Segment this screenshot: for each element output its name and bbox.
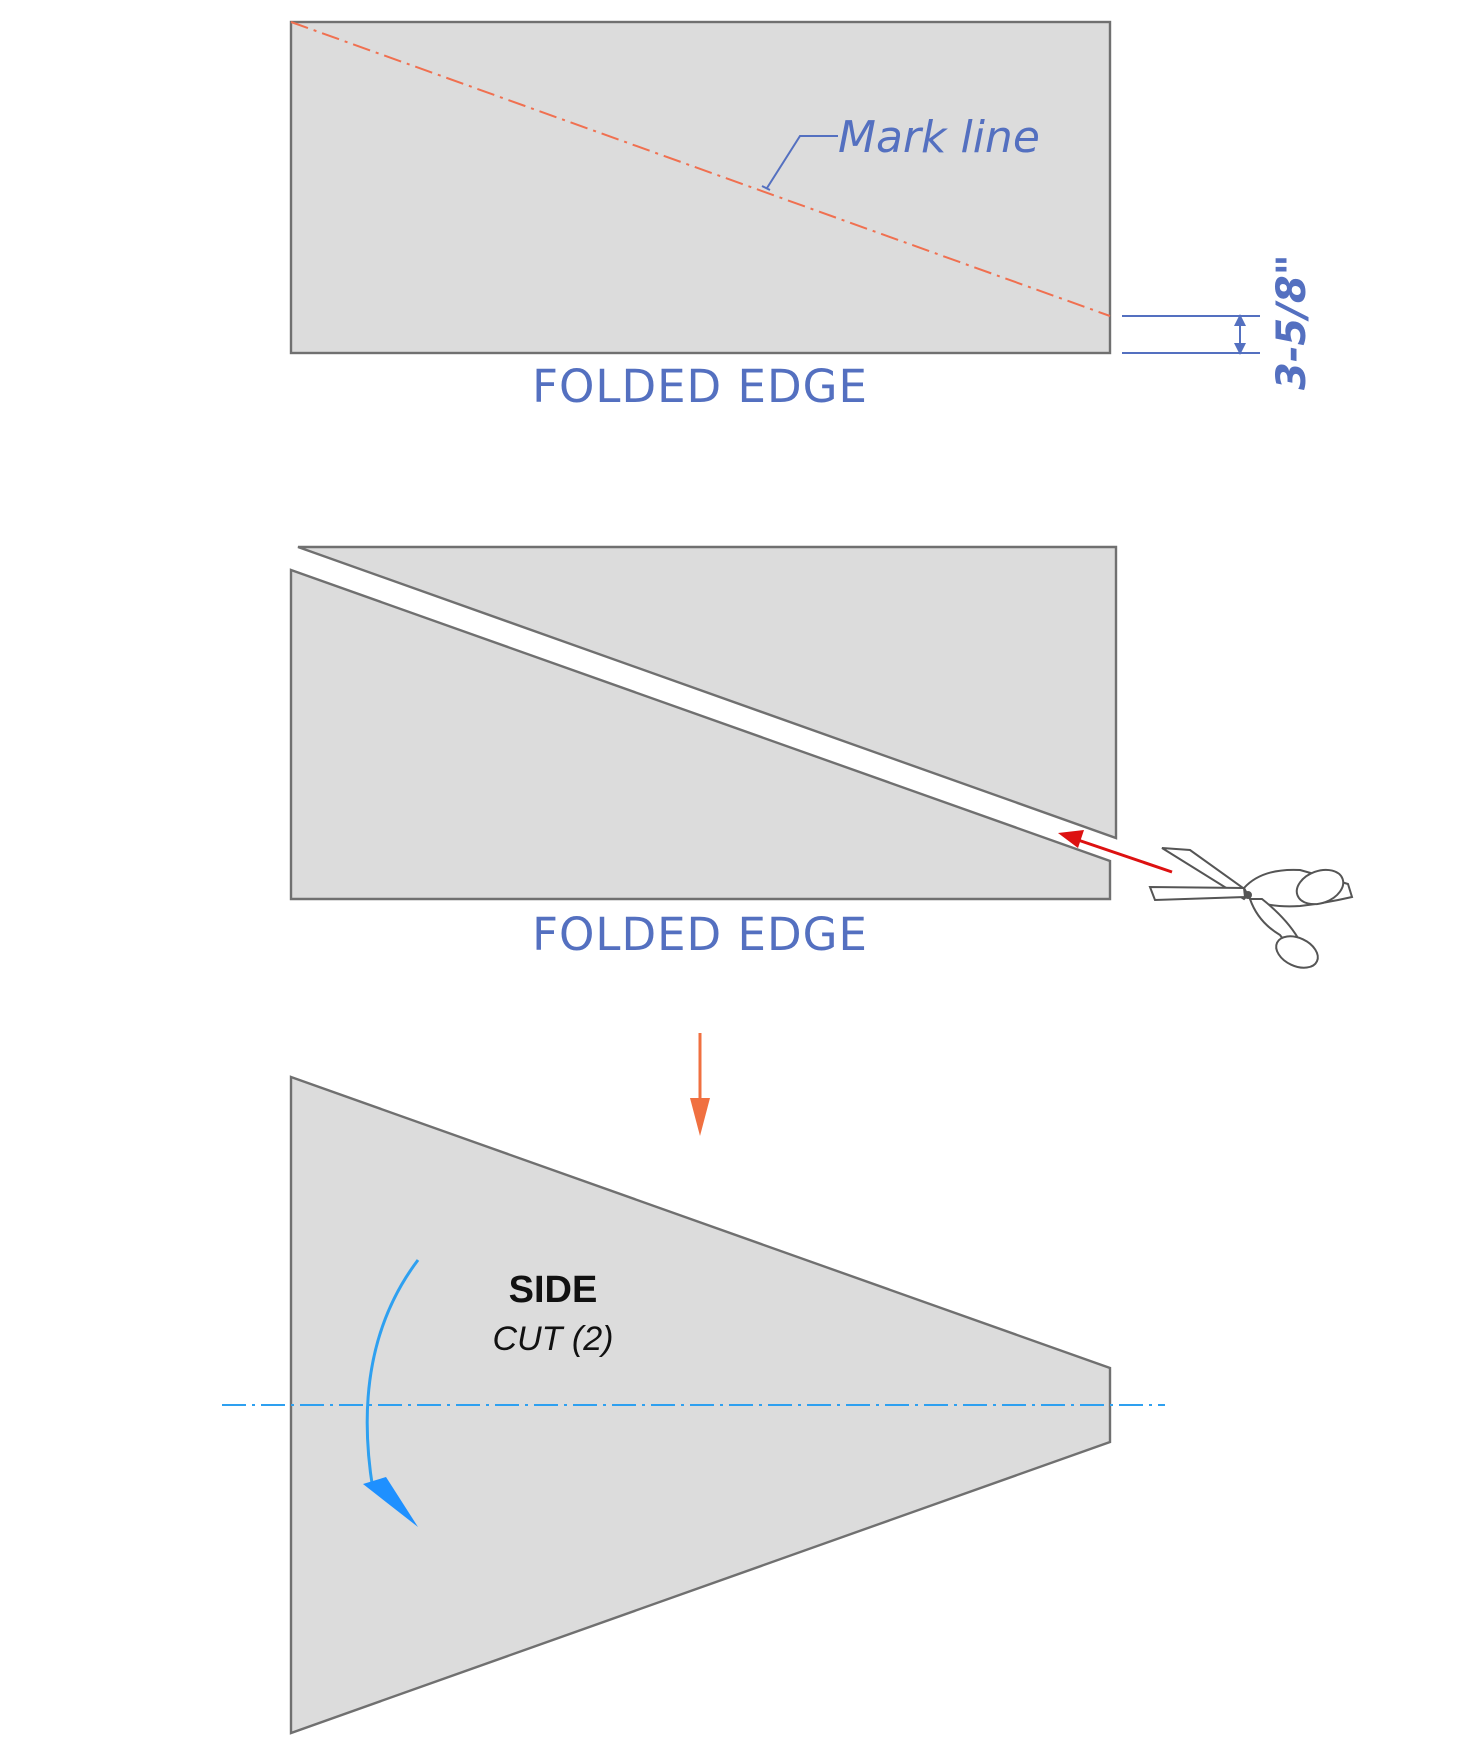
- piece-name: SIDE: [509, 1269, 598, 1311]
- dimension-value: 3-5/8": [1269, 254, 1315, 390]
- leader-tick: [761, 185, 771, 191]
- folded-fabric-rect: [289, 20, 1112, 355]
- cut-direction-arrow: [1058, 830, 1173, 874]
- mark-line-leader: [766, 135, 838, 189]
- lower-cut-piece: [289, 568, 1112, 901]
- folded-edge-label-2: FOLDED EDGE: [532, 908, 868, 961]
- piece-cut-count: CUT (2): [493, 1320, 614, 1358]
- dimension-marker: 3-5/8": [1122, 254, 1315, 390]
- flip-arrow: [365, 1259, 420, 1491]
- step3-panel: SIDE CUT (2): [222, 1075, 1165, 1735]
- mark-line: [290, 21, 1111, 317]
- step1-panel: Mark line FOLDED EDGE 3-5/8": [289, 20, 1315, 413]
- folded-edge-label: FOLDED EDGE: [532, 360, 868, 413]
- flip-arrow-head: [363, 1477, 418, 1527]
- step2-panel: FOLDED EDGE: [289, 545, 1354, 969]
- next-step-arrow: [690, 1033, 710, 1136]
- mark-line-label: Mark line: [838, 112, 1040, 163]
- upper-cut-piece: [297, 545, 1118, 840]
- scissors-icon: [1148, 847, 1354, 969]
